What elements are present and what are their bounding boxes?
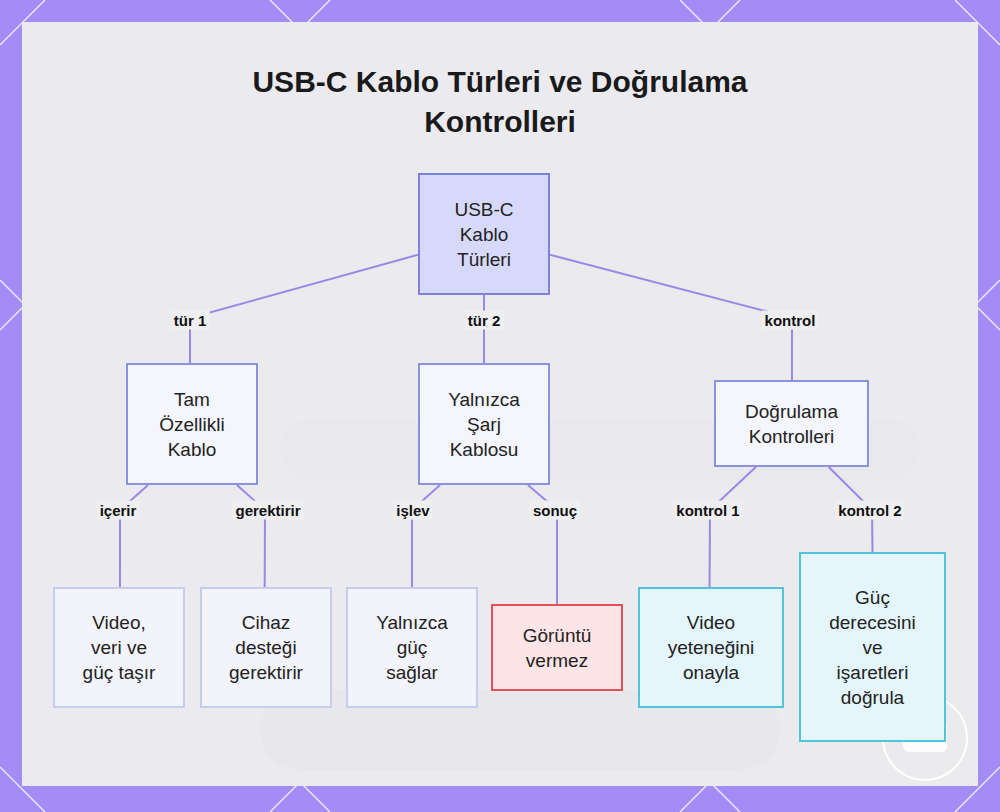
check-box: Güç derecesini ve işaretleri doğrula	[799, 552, 946, 742]
node-text: Yalnızca güç sağlar	[371, 610, 453, 685]
diagram-title: USB-C Kablo Türleri ve Doğrulama Kontrol…	[230, 62, 770, 142]
root-box: USB-C Kablo Türleri	[418, 173, 550, 295]
node-text: Video, veri ve güç taşır	[78, 610, 160, 685]
edge-label: tür 1	[171, 311, 210, 330]
check-box: Video yeteneğini onayla	[638, 587, 784, 708]
leaf-box: Yalnızca güç sağlar	[346, 587, 478, 708]
edge-label: sonuç	[530, 501, 580, 520]
edge-label: işlev	[393, 501, 432, 520]
node-text: Görüntü vermez	[509, 623, 605, 673]
edge-label: tür 2	[465, 311, 504, 330]
warning-box: Görüntü vermez	[491, 604, 623, 691]
connector	[710, 467, 756, 587]
node-text: Video yeteneğini onayla	[663, 610, 759, 685]
category-box: Doğrulama Kontrolleri	[714, 380, 869, 467]
edge-label: içerir	[97, 501, 140, 520]
node-text: Yalnızca Şarj Kablosu	[436, 387, 532, 462]
card	[22, 22, 978, 786]
edge-label: kontrol 2	[835, 501, 904, 520]
connector	[550, 255, 792, 380]
node-text: Tam Özellikli Kablo	[144, 387, 240, 462]
category-box: Yalnızca Şarj Kablosu	[418, 363, 550, 485]
edge-label: kontrol	[762, 311, 819, 330]
node-text: USB-C Kablo Türleri	[436, 197, 532, 272]
faint-photo	[22, 22, 978, 786]
category-box: Tam Özellikli Kablo	[126, 363, 258, 485]
node-text: Doğrulama Kontrolleri	[728, 399, 855, 449]
edge-label: kontrol 1	[673, 501, 742, 520]
node-text: Güç derecesini ve işaretleri doğrula	[824, 585, 921, 710]
leaf-box: Cihaz desteği gerektirir	[200, 587, 332, 708]
leaf-box: Video, veri ve güç taşır	[53, 587, 185, 708]
edge-label: gerektirir	[232, 501, 303, 520]
connector	[190, 255, 418, 363]
node-text: Cihaz desteği gerektirir	[225, 610, 307, 685]
